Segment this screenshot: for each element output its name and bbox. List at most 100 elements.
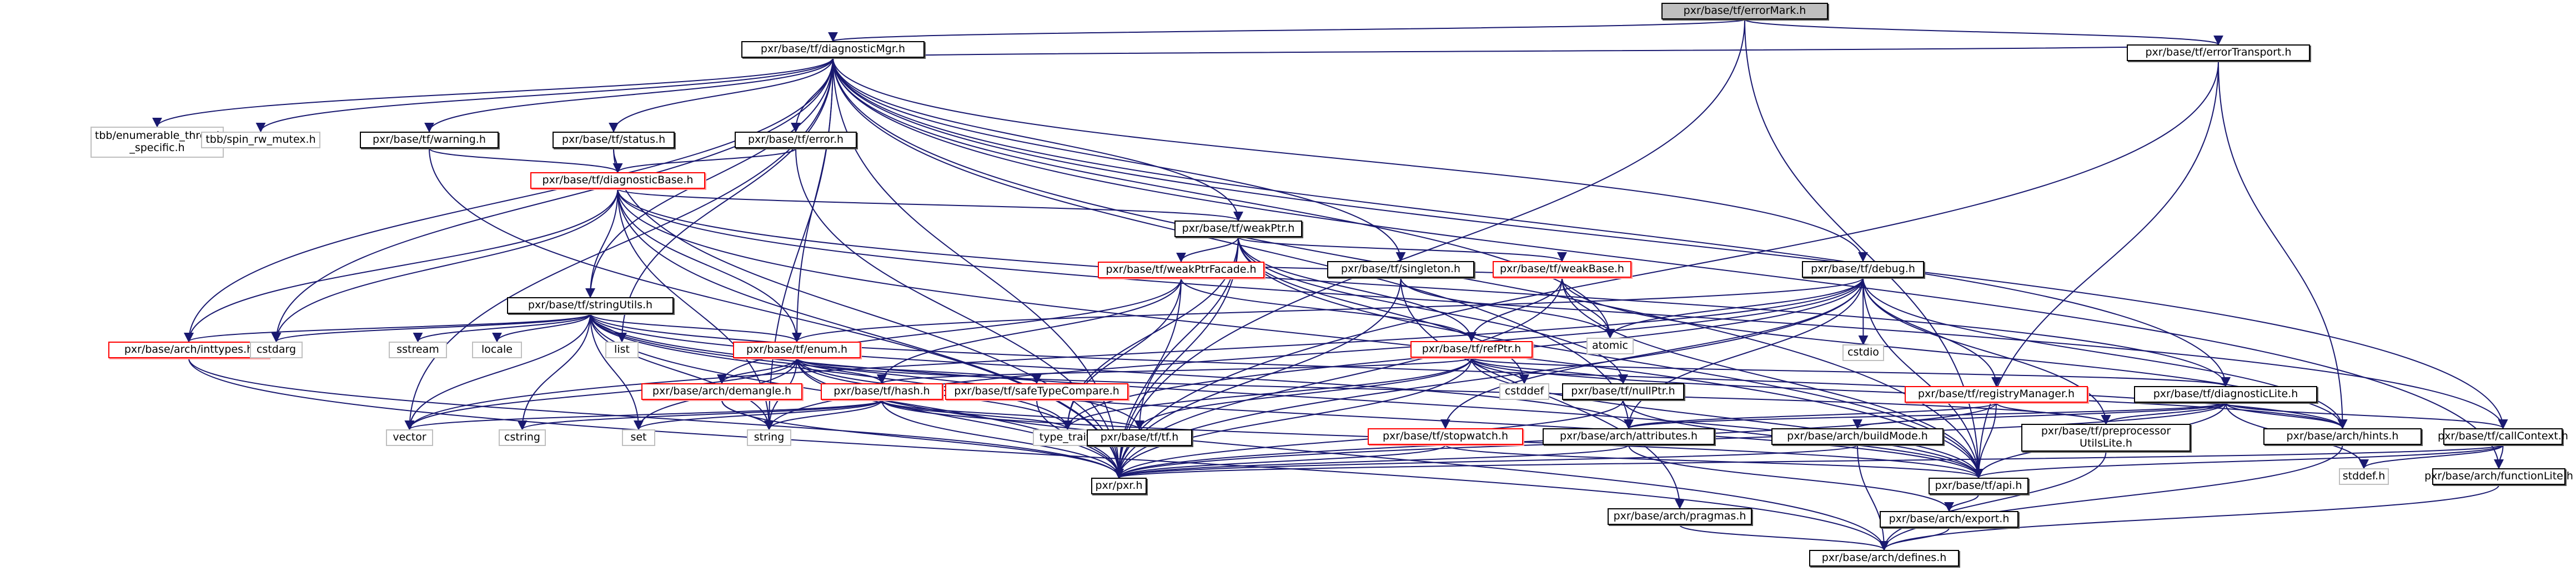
edge-refPtr-to-diagnosticLite bbox=[1471, 357, 2231, 387]
edge-weakPtr-to-weakPtrFacade bbox=[1176, 237, 1239, 263]
node-stddef[interactable]: stddef.h bbox=[2339, 468, 2389, 485]
edge-hash-to-typeTraits bbox=[881, 399, 1073, 430]
node-pragmas[interactable]: pxr/base/arch/pragmas.h bbox=[1608, 508, 1752, 525]
node-defines[interactable]: pxr/base/arch/defines.h bbox=[1809, 550, 1959, 567]
node-set[interactable]: set bbox=[622, 429, 655, 446]
node-debug[interactable]: pxr/base/tf/debug.h bbox=[1802, 261, 1924, 278]
node-vector[interactable]: vector bbox=[386, 429, 433, 446]
node-weak-base[interactable]: pxr/base/tf/weakBase.h bbox=[1493, 261, 1631, 278]
edge-weakPtr-to-weakBase bbox=[1238, 237, 1567, 262]
edge-stopwatch-to-api bbox=[1445, 444, 1984, 479]
edge-enum-to-vector bbox=[404, 358, 797, 430]
edge-debug-to-atomic bbox=[1605, 277, 1864, 339]
edge-diagnosticBase-to-cstdarg bbox=[271, 188, 619, 343]
edge-debug-to-attributes bbox=[1624, 277, 1864, 429]
edge-enum-to-preprocessorUtilsLite bbox=[796, 358, 2111, 425]
edge-diagnosticMgr-to-list bbox=[617, 57, 833, 343]
edge-refPtr-to-typeTraits bbox=[1062, 357, 1472, 430]
edge-callContext-to-stddef bbox=[2359, 444, 2504, 469]
node-function-lite[interactable]: pxr/base/arch/functionLite.h bbox=[2424, 468, 2573, 485]
edge-stopwatch-to-pxr bbox=[1114, 444, 1446, 479]
node-list[interactable]: list bbox=[605, 342, 639, 358]
node-diagnostic-base[interactable]: pxr/base/tf/diagnosticBase.h bbox=[530, 172, 705, 189]
node-sstream[interactable]: sstream bbox=[389, 342, 447, 358]
node-singleton[interactable]: pxr/base/tf/singleton.h bbox=[1327, 261, 1474, 278]
node-string-utils[interactable]: pxr/base/tf/stringUtils.h bbox=[507, 297, 674, 314]
edge-diagnosticBase-to-diagnosticLite bbox=[617, 188, 2231, 387]
node-cstring[interactable]: cstring bbox=[499, 429, 546, 446]
edge-diagnosticMgr-to-attributes bbox=[832, 57, 1634, 429]
node-error-transport[interactable]: pxr/base/tf/errorTransport.h bbox=[2127, 44, 2310, 61]
node-demangle[interactable]: pxr/base/arch/demangle.h bbox=[641, 383, 802, 400]
edge-stringUtils-to-enum bbox=[590, 313, 802, 343]
edge-hash-to-cstring bbox=[517, 399, 882, 430]
edge-diagnosticBase-to-inttypes bbox=[184, 188, 619, 343]
node-tbb-spin[interactable]: tbb/spin_rw_mutex.h bbox=[201, 132, 320, 148]
node-diagnostic-mgr[interactable]: pxr/base/tf/diagnosticMgr.h bbox=[741, 41, 925, 58]
edge-weakBase-to-refPtr bbox=[1467, 277, 1563, 342]
node-ref-ptr[interactable]: pxr/base/tf/refPtr.h bbox=[1410, 341, 1533, 358]
node-atomic[interactable]: atomic bbox=[1586, 338, 1634, 354]
node-call-context[interactable]: pxr/base/tf/callContext.h bbox=[2438, 428, 2568, 445]
edge-errorMark-to-pxr bbox=[1114, 19, 1745, 479]
edge-debug-to-api bbox=[1862, 277, 1984, 479]
edge-diagnosticLite-to-callContext bbox=[2225, 402, 2508, 429]
node-warning[interactable]: pxr/base/tf/warning.h bbox=[360, 132, 499, 148]
edge-diagnosticLite-to-preprocessorUtilsLite bbox=[2101, 402, 2226, 425]
edge-enum-to-api bbox=[796, 358, 1984, 479]
node-tf[interactable]: pxr/base/tf/tf.h bbox=[1087, 429, 1192, 446]
node-build-mode[interactable]: pxr/base/arch/buildMode.h bbox=[1771, 428, 1944, 445]
node-export[interactable]: pxr/base/arch/export.h bbox=[1880, 511, 2018, 528]
node-error[interactable]: pxr/base/tf/error.h bbox=[735, 132, 857, 148]
edge-error-to-diagnosticBase bbox=[612, 148, 796, 173]
node-cstdio[interactable]: cstdio bbox=[1842, 344, 1884, 361]
node-hints[interactable]: pxr/base/arch/hints.h bbox=[2263, 428, 2422, 445]
node-status[interactable]: pxr/base/tf/status.h bbox=[553, 132, 675, 148]
edge-debug-to-registryManager bbox=[1862, 277, 2001, 387]
node-hash[interactable]: pxr/base/tf/hash.h bbox=[821, 383, 943, 400]
node-stopwatch[interactable]: pxr/base/tf/stopwatch.h bbox=[1368, 428, 1523, 445]
edge-diagnosticMgr-to-cstdarg bbox=[271, 57, 833, 343]
node-cstddef[interactable]: cstddef bbox=[1499, 383, 1549, 400]
node-registry-manager[interactable]: pxr/base/tf/registryManager.h bbox=[1905, 386, 2088, 403]
edge-debug-to-preprocessorUtilsLite bbox=[1862, 277, 2111, 425]
node-weak-ptr[interactable]: pxr/base/tf/weakPtr.h bbox=[1174, 221, 1302, 237]
edge-stringUtils-to-vector bbox=[404, 313, 591, 430]
edge-attributes-to-pxr bbox=[1114, 444, 1629, 479]
edge-registryManager-to-attributes bbox=[1624, 402, 1997, 429]
node-null-ptr[interactable]: pxr/base/tf/nullPtr.h bbox=[1562, 383, 1684, 400]
edge-callContext-to-api bbox=[1974, 444, 2504, 479]
node-cstdarg[interactable]: cstdarg bbox=[250, 342, 303, 358]
edge-diagnosticBase-to-weakPtr bbox=[617, 188, 1243, 222]
node-inttypes[interactable]: pxr/base/arch/inttypes.h bbox=[108, 342, 269, 358]
node-attributes[interactable]: pxr/base/arch/attributes.h bbox=[1543, 428, 1715, 445]
edge-stringUtils-to-sstream bbox=[413, 313, 591, 343]
node-string[interactable]: string bbox=[747, 429, 791, 446]
node-diagnostic-lite[interactable]: pxr/base/tf/diagnosticLite.h bbox=[2134, 386, 2317, 403]
node-enum[interactable]: pxr/base/tf/enum.h bbox=[733, 342, 861, 358]
edge-stringUtils-to-typeTraits bbox=[590, 313, 1073, 430]
edge-errorMark-to-api bbox=[1744, 19, 1984, 479]
edge-inttypes-to-defines bbox=[188, 358, 1889, 551]
node-error-mark[interactable]: pxr/base/tf/errorMark.h bbox=[1661, 3, 1828, 19]
node-pxr[interactable]: pxr/pxr.h bbox=[1091, 478, 1147, 494]
edge-stringUtils-to-inttypes bbox=[184, 313, 591, 343]
node-api[interactable]: pxr/base/tf/api.h bbox=[1929, 478, 2028, 494]
edge-api-to-export bbox=[1944, 494, 1979, 512]
edge-diagnosticMgr-to-tbbSpin bbox=[255, 57, 833, 133]
edge-diagnosticBase-to-enum bbox=[617, 188, 802, 343]
node-weak-ptr-facade[interactable]: pxr/base/tf/weakPtrFacade.h bbox=[1098, 262, 1264, 278]
edge-inttypes-to-pxr bbox=[188, 358, 1124, 479]
edge-stringUtils-to-cstdarg bbox=[271, 313, 591, 343]
edge-demangle-to-pxr bbox=[721, 399, 1124, 479]
node-locale[interactable]: locale bbox=[472, 342, 522, 358]
edge-warning-to-diagnosticBase bbox=[429, 148, 623, 173]
edge-refPtr-to-tf bbox=[1134, 357, 1472, 430]
edge-hash-to-vector bbox=[405, 399, 882, 430]
node-preprocessor-utils-lite[interactable]: pxr/base/tf/preprocessor UtilsLite.h bbox=[2021, 424, 2191, 452]
edge-hash-to-set bbox=[634, 399, 882, 430]
node-safe-type-compare[interactable]: pxr/base/tf/safeTypeCompare.h bbox=[945, 383, 1128, 400]
edge-singleton-to-atomic bbox=[1400, 277, 1615, 339]
edge-diagnosticMgr-to-diagnosticLite bbox=[832, 57, 2231, 387]
edge-refPtr-to-cstddef bbox=[1471, 357, 1529, 384]
